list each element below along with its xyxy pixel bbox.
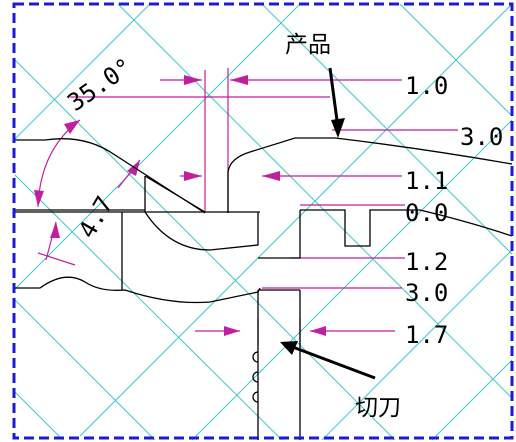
dim-0-0: 0.0 xyxy=(405,199,448,227)
extension-line-4-7 xyxy=(37,252,76,266)
dashed-frame xyxy=(12,2,514,440)
lower-left-profile xyxy=(14,276,261,304)
cavity-curve xyxy=(144,211,259,251)
product-right-edge xyxy=(300,209,513,247)
leader-arrowheads xyxy=(280,118,345,355)
upper-left-surface xyxy=(14,138,206,214)
dim-1-1: 1.1 xyxy=(405,167,448,195)
product-leader xyxy=(328,67,340,129)
dim-1-0: 1.0 xyxy=(405,72,448,100)
product-top-profile xyxy=(227,137,513,213)
dim-3-0-top: 3.0 xyxy=(460,123,503,151)
angle-arc-35 xyxy=(37,119,81,208)
step-line xyxy=(258,210,301,259)
dim-1-2: 1.2 xyxy=(405,248,448,276)
cutter-relief-notches xyxy=(252,351,259,403)
section-hatch xyxy=(14,3,513,441)
cutter-label: 切刀 xyxy=(355,395,401,421)
dim-4-7: 4.7 xyxy=(73,191,119,243)
cutter-blade xyxy=(257,289,301,440)
product-label: 产品 xyxy=(285,32,331,58)
wedge-edge xyxy=(144,175,206,213)
dim-1-7: 1.7 xyxy=(405,321,448,349)
part-outline xyxy=(14,67,513,440)
dim-3-0-bottom: 3.0 xyxy=(405,279,448,307)
dim-angle-35: 35.0° xyxy=(62,53,137,117)
cutter-leader xyxy=(289,344,376,380)
dimension-arrowheads xyxy=(34,75,326,336)
